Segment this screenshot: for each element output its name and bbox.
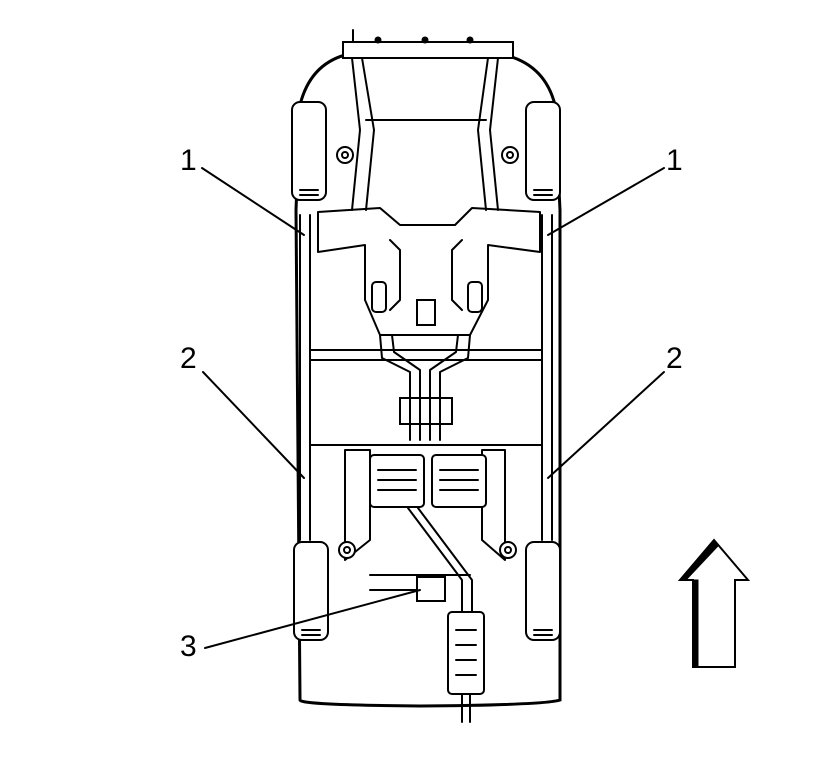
callout-1-left: 1 bbox=[180, 144, 197, 177]
vehicle-body-outline bbox=[294, 29, 562, 708]
callout-2-right: 2 bbox=[666, 342, 683, 375]
callout-1-right: 1 bbox=[666, 144, 683, 177]
leader-1-right bbox=[547, 167, 665, 236]
callout-2-left: 2 bbox=[180, 342, 197, 375]
front-direction-arrow-icon bbox=[677, 538, 751, 668]
front-left-wheel bbox=[291, 101, 327, 201]
rear-left-wheel bbox=[293, 541, 329, 641]
leader-2-left bbox=[202, 371, 305, 479]
front-right-wheel bbox=[525, 101, 561, 201]
leader-2-right bbox=[547, 371, 665, 479]
callout-3: 3 bbox=[180, 630, 197, 663]
leader-1-left bbox=[201, 167, 305, 236]
left-side-brake-line bbox=[299, 214, 311, 541]
leader-3 bbox=[204, 589, 421, 649]
front-suspension-area bbox=[317, 57, 541, 336]
right-side-brake-line bbox=[541, 214, 553, 541]
center-crossmembers bbox=[309, 334, 543, 446]
rear-underbody-area bbox=[338, 449, 517, 723]
rear-right-wheel bbox=[525, 541, 561, 641]
callout-leaders bbox=[201, 167, 665, 649]
